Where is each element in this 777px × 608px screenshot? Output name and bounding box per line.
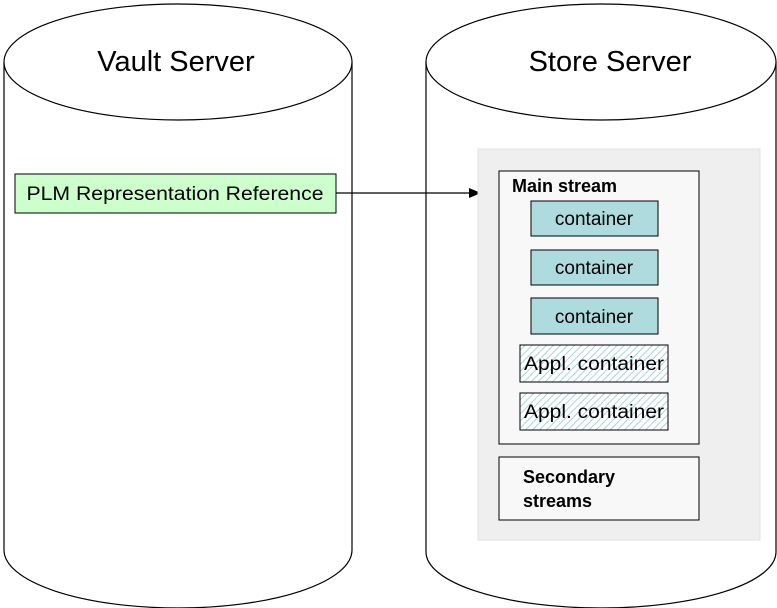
secondary-streams-box: Secondary streams (498, 456, 700, 521)
appl-container-box: Appl. container (519, 344, 669, 383)
container-box: container (530, 249, 659, 286)
plm-representation-reference: PLM Representation Reference (14, 173, 337, 214)
container-label: container (555, 307, 634, 328)
secondary-streams-line1: Secondary (523, 467, 615, 487)
main-stream-title: Main stream (512, 176, 617, 196)
vault-server-cylinder: Vault Server (3, 3, 353, 608)
container-box: container (530, 200, 659, 237)
appl-container-box: Appl. container (519, 392, 669, 431)
appl-container-label: Appl. container (524, 354, 665, 375)
store-server-title: Store Server (529, 46, 692, 78)
vault-server-title: Vault Server (97, 46, 255, 78)
container-box: container (530, 297, 659, 335)
container-label: container (555, 258, 634, 279)
plm-reference-label: PLM Representation Reference (27, 184, 324, 205)
container-label: container (555, 209, 634, 230)
secondary-streams-line2: streams (523, 491, 592, 511)
appl-container-label: Appl. container (524, 402, 665, 423)
